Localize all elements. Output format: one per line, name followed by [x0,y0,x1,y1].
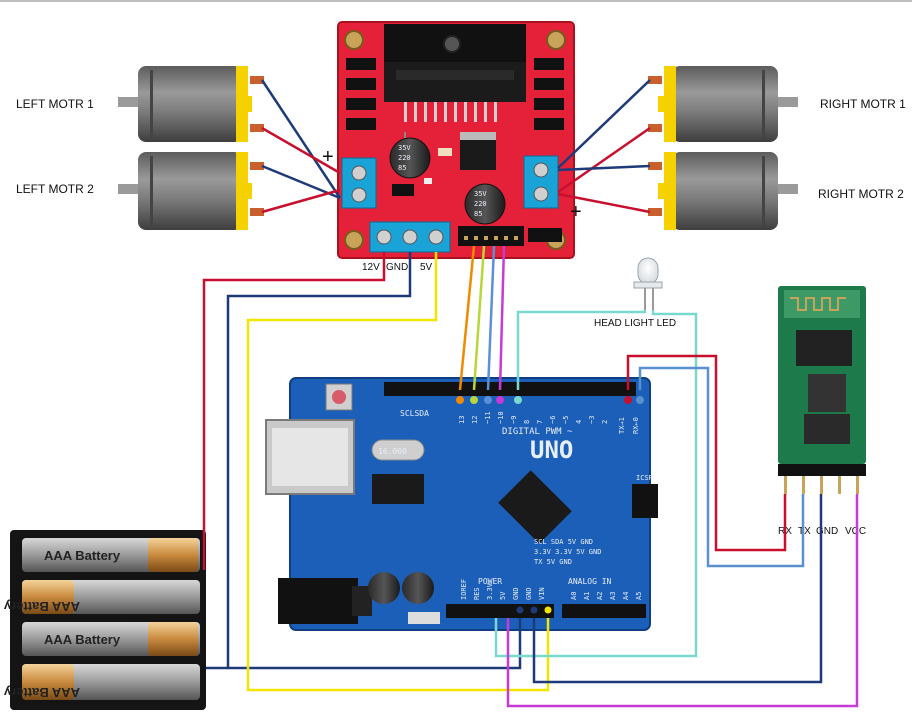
driver-5v-label: 5V [420,262,433,273]
digital-pin-label-7: ~6 [549,416,557,424]
driver-cap1-voltage: 35V [398,144,411,152]
left-motor-1-label: LEFT MOTR 1 [16,97,94,111]
left-motor-1 [118,66,264,142]
wire-bt-vcc [506,494,859,708]
wire-bt-gnd [532,494,823,684]
digital-pin-label-5: 8 [523,420,531,424]
analog-pin-label-2: A2 [596,592,604,600]
wire-in4 [498,245,506,391]
power-pin-label-4: GND [512,587,520,600]
driver-cap1-value: 220 [398,154,411,162]
motor-driver-board: 35V 220 85 35V 220 85 [337,21,575,259]
wire-in3 [486,245,496,391]
digital-pin-label-10: ~3 [588,416,596,424]
power-pin-label-0: IOREF [460,579,468,600]
digital-pin-label-9: 4 [575,420,583,424]
driver-gnd-label: GND [386,262,408,273]
arduino-row-2: 3.3V 3.3V 5V GND [534,548,601,556]
analog-pin-label-3: A3 [609,592,617,600]
connection-wires [202,245,859,708]
battery-3-label: AAA Battery [44,632,121,647]
power-pin-label-3: 5V [499,591,507,600]
motor-wires [260,79,651,214]
top-border [0,0,912,2]
driver-cap2-voltage: 35V [474,190,487,198]
analog-pin-label-4: A4 [622,592,630,600]
wire-led-signal [516,310,647,390]
right-motor-2-label: RIGHT MOTR 2 [818,187,904,201]
wire-12v [202,252,386,570]
arduino-crystal-label: 16.000 [378,447,407,456]
digital-pin-label-1: 12 [471,416,479,424]
power-pin-label-2: 3.3V [486,582,494,600]
analog-pin-label-0: A0 [570,592,578,600]
driver-12v-label: 12V [362,262,380,273]
driver-cap1-temp: 85 [398,164,406,172]
arduino-analog-label: ANALOG IN [568,577,612,586]
driver-cap2-temp: 85 [474,210,482,218]
arduino-uno-board [265,377,658,631]
arduino-rx-label: RX←0 [632,417,640,434]
wire-led-gnd [494,310,698,658]
analog-pin-labels: A0 A1 A2 A3 A4 A5 [570,592,643,600]
digital-pin-label-8: ~5 [562,416,570,424]
digital-pin-label-3: ~10 [497,411,505,424]
battery-holder [10,530,206,710]
battery-2-label: AAA Battery [3,599,80,614]
left-motor-2-label: LEFT MOTR 2 [16,182,94,196]
analog-pin-label-5: A5 [635,592,643,600]
battery-1-label: AAA Battery [44,548,121,563]
analog-pin-label-1: A1 [583,592,591,600]
driver-cap2-value: 220 [474,200,487,208]
wire-in1 [458,245,476,391]
bluetooth-module [778,286,866,494]
right-motor-2 [648,152,798,230]
power-pin-label-5: GND [525,587,533,600]
wire-gnd [226,252,522,670]
arduino-logo: UNO [530,436,573,464]
head-light-led-label: HEAD LIGHT LED [594,318,676,329]
digital-pin-labels: 13 12 ~11 ~10 ~9 8 7 ~6 ~5 4 ~3 2 [458,411,609,424]
head-light-led [633,257,663,310]
digital-pin-label-2: ~11 [484,411,492,424]
left-motor-2 [118,152,264,230]
right-plus-sign: + [570,201,582,223]
power-pin-label-6: VIN [538,587,546,600]
wire-5v [246,252,550,692]
power-pin-labels: IOREF RES 3.3V 5V GND GND VIN [460,579,546,600]
arduino-pin-dots [456,396,644,614]
bt-gnd-label: GND [816,526,838,537]
bt-vcc-label: VCC [845,526,866,537]
digital-pin-label-11: 2 [601,420,609,424]
wire-in2 [472,245,486,391]
digital-pin-label-0: 13 [458,416,466,424]
arduino-row-3: TX 5V GND [534,558,572,566]
arduino-digital-label: DIGITAL PWM ~ [502,427,573,437]
digital-pin-label-4: ~9 [510,416,518,424]
power-pin-label-1: RES [473,587,481,600]
arduino-row-1: SCL SDA 5V GND [534,538,593,546]
wire-bt-rx [626,354,787,552]
arduino-icsp-label: ICSP [636,474,653,482]
arduino-power-label: POWER [478,577,502,586]
digital-pin-label-6: 7 [536,420,544,424]
battery-4-label: AAA Battery [3,685,80,700]
arduino-tx-label: TX→1 [618,417,626,434]
bt-tx-label: TX [798,526,811,537]
right-motor-1 [648,66,798,142]
wire-bt-tx [638,366,805,568]
right-motor-1-label: RIGHT MOTR 1 [820,97,906,111]
arduino-scl-sda-label: SCLSDA [400,409,429,418]
left-plus-sign: + [322,146,334,168]
